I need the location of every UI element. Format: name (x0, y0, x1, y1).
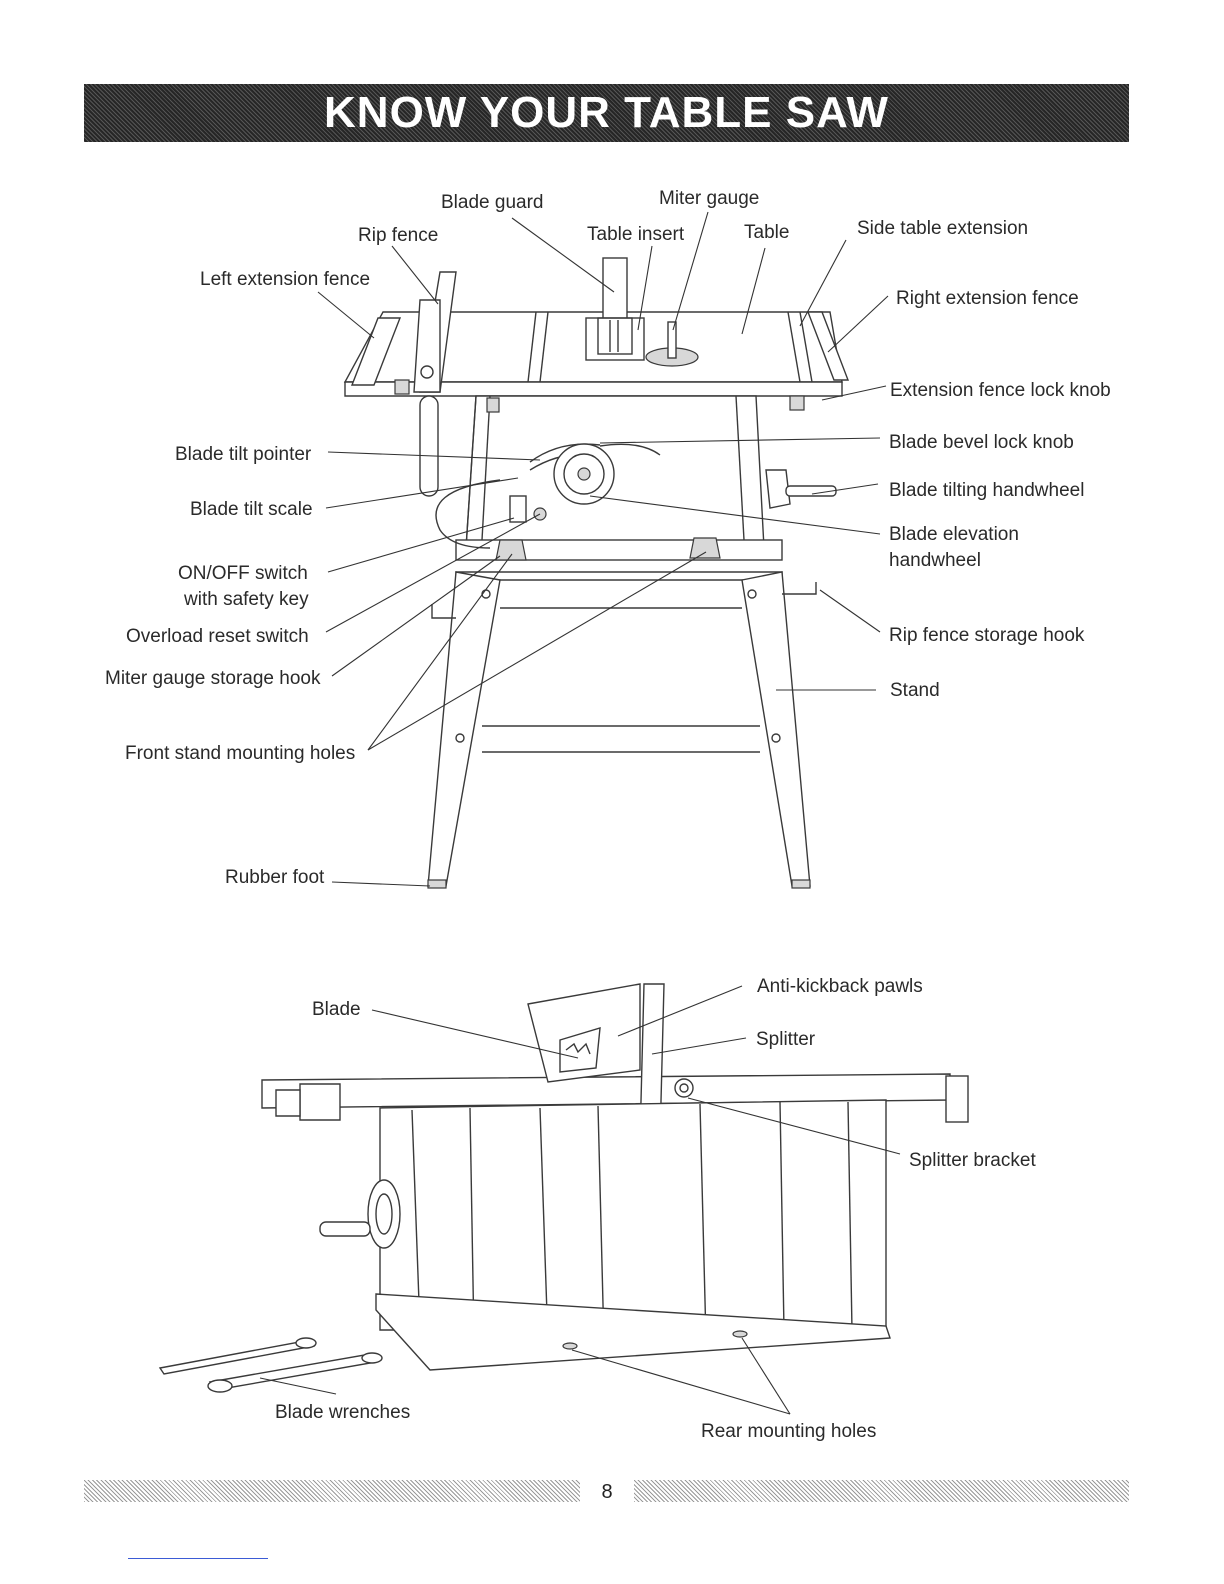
label-blade: Blade (312, 999, 361, 1020)
front-view-labels: Blade guard Miter gauge Rip fence Table … (105, 188, 1111, 888)
stand-top-rail (455, 571, 783, 581)
label-blade-wrenches: Blade wrenches (275, 1402, 410, 1423)
label-rip-fence: Rip fence (358, 225, 438, 246)
label-miter-gauge: Miter gauge (659, 188, 759, 209)
label-side-table-extension: Side table extension (857, 218, 1028, 239)
right-extension-fence-shape (806, 311, 850, 381)
label-right-extension-fence: Right extension fence (896, 288, 1079, 309)
label-blade-elevation-line1: Blade elevation (889, 524, 1019, 545)
rear-view-illustration (158, 983, 969, 1393)
front-mount-block-right (689, 537, 721, 559)
label-blade-guard: Blade guard (441, 192, 543, 213)
label-overload-reset-switch: Overload reset switch (126, 626, 309, 647)
tilting-handwheel-shape (765, 469, 791, 509)
extension-lock-knob (789, 395, 805, 411)
label-blade-tilting-handwheel: Blade tilting handwheel (889, 480, 1084, 501)
label-rear-mounting-holes: Rear mounting holes (701, 1421, 876, 1442)
label-miter-gauge-storage-hook: Miter gauge storage hook (105, 668, 321, 689)
front-view-illustration (343, 257, 850, 889)
rear-handwheel (367, 1179, 401, 1249)
label-on-off-switch-line1: ON/OFF switch (178, 563, 308, 584)
on-off-switch-shape (509, 495, 527, 523)
rear-extension-end (945, 1075, 969, 1123)
rear-mount-hole-1 (562, 1342, 578, 1350)
label-front-stand-mounting-holes: Front stand mounting holes (125, 743, 355, 764)
page-title: KNOW YOUR TABLE SAW (324, 88, 889, 137)
title-banner: KNOW YOUR TABLE SAW (84, 84, 1129, 142)
rear-view-labels: Blade Anti-kickback pawls Splitter Split… (275, 976, 1036, 1442)
bottom-rule (128, 1558, 268, 1559)
miter-storage-hook (431, 604, 456, 619)
front-mount-block-left (495, 539, 527, 561)
power-cord (435, 479, 501, 549)
left-extension-fence-shape (350, 317, 402, 386)
table-insert-shape (585, 317, 645, 361)
label-extension-fence-lock-knob: Extension fence lock knob (890, 380, 1111, 401)
label-blade-bevel-lock-knob: Blade bevel lock knob (889, 432, 1074, 453)
rear-fence-end (275, 1089, 301, 1117)
label-left-extension-fence: Left extension fence (200, 269, 370, 290)
rubber-foot-left (427, 879, 447, 889)
label-splitter-bracket: Splitter bracket (909, 1150, 1036, 1171)
label-anti-kickback-pawls: Anti-kickback pawls (757, 976, 923, 997)
front-handle (419, 395, 439, 497)
rear-cabinet (379, 1099, 887, 1331)
footer-bar-left (84, 1480, 580, 1502)
label-blade-tilt-scale: Blade tilt scale (190, 499, 313, 520)
label-rip-fence-storage-hook: Rip fence storage hook (889, 625, 1085, 646)
label-blade-tilt-pointer: Blade tilt pointer (175, 444, 312, 465)
label-blade-elevation-line2: handwheel (889, 550, 981, 571)
label-splitter: Splitter (756, 1029, 816, 1050)
label-stand: Stand (890, 680, 940, 701)
label-on-off-switch-line2: with safety key (183, 589, 309, 610)
rip-fence-storage-hook-shape (782, 582, 817, 595)
rear-splitter-bracket (674, 1078, 694, 1098)
footer-bar-right (634, 1480, 1129, 1502)
rear-base (375, 1293, 891, 1371)
lock-knob-left (394, 379, 410, 395)
page-number: 8 (601, 1481, 613, 1503)
saw-cabinet (465, 395, 765, 549)
rear-mount-hole-2 (732, 1330, 748, 1338)
label-table-insert: Table insert (587, 224, 685, 245)
front-view-leader-lines (317, 211, 889, 887)
label-table: Table (744, 222, 789, 243)
rear-view-leader-lines (259, 985, 901, 1415)
label-rubber-foot: Rubber foot (225, 867, 325, 888)
stand-leg-right (741, 571, 811, 887)
